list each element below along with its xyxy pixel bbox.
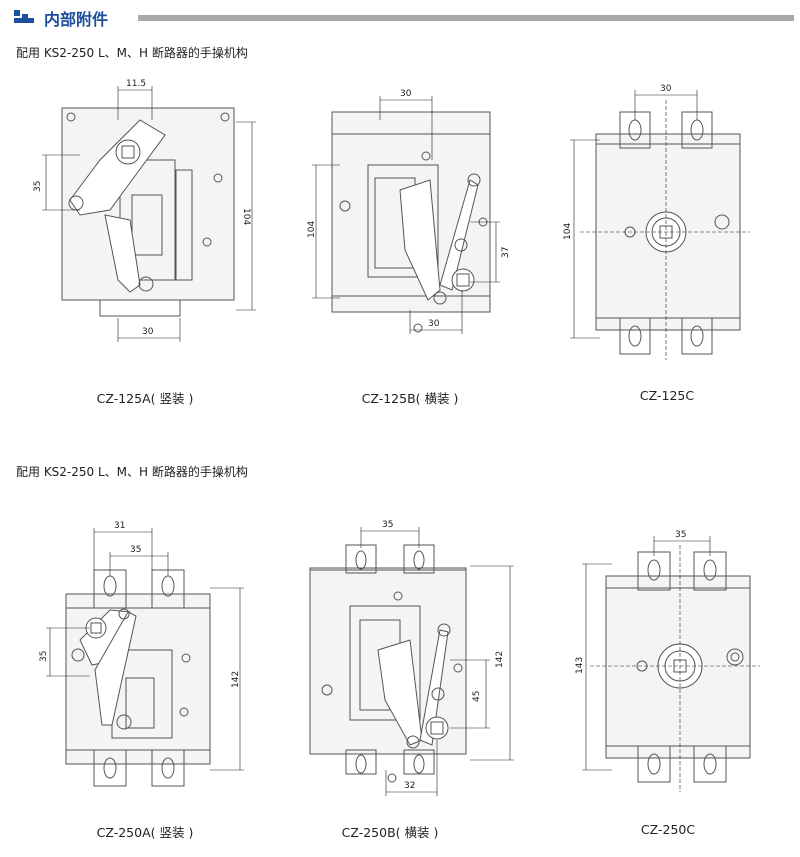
dim-label: 104 <box>563 223 573 240</box>
model-label-cz-125b: CZ-125B( 横装 ) <box>361 391 459 406</box>
dim-label: 30 <box>428 319 440 329</box>
section-caption-2: 配用 KS2-250 L、M、H 断路器的手操机构 <box>16 465 248 479</box>
model-label-cz-125a: CZ-125A( 竖装 ) <box>96 391 194 406</box>
header-rule <box>138 15 794 21</box>
dim-label: 11.5 <box>126 79 146 89</box>
dim-label: 35 <box>382 520 393 530</box>
dim-label: 142 <box>231 671 241 688</box>
dim-label: 104 <box>241 208 251 225</box>
dim-label: 35 <box>33 181 43 192</box>
dim-label: 35 <box>675 530 686 540</box>
section-caption-1: 配用 KS2-250 L、M、H 断路器的手操机构 <box>16 46 248 60</box>
dim-label: 143 <box>575 657 585 674</box>
model-label-cz-250c: CZ-250C <box>640 822 696 837</box>
dim-label: 37 <box>501 247 511 258</box>
dim-label: 30 <box>142 327 154 337</box>
dim-label: 31 <box>114 521 125 531</box>
dim-label: 35 <box>130 545 141 555</box>
dim-label: 35 <box>39 651 49 662</box>
page-header: 内部附件 <box>0 0 800 30</box>
model-label-cz-125c: CZ-125C <box>639 388 695 403</box>
page-title: 内部附件 <box>44 10 109 29</box>
dim-label: 45 <box>472 691 482 702</box>
dim-label: 142 <box>495 651 505 668</box>
dim-label: 30 <box>400 89 412 99</box>
model-label-cz-250a: CZ-250A( 竖装 ) <box>96 825 194 840</box>
logo-icon <box>14 10 34 23</box>
dim-label: 104 <box>307 221 317 238</box>
dim-label: 32 <box>404 781 415 791</box>
dim-label: 30 <box>660 84 672 94</box>
model-label-cz-250b: CZ-250B( 横装 ) <box>341 825 439 840</box>
